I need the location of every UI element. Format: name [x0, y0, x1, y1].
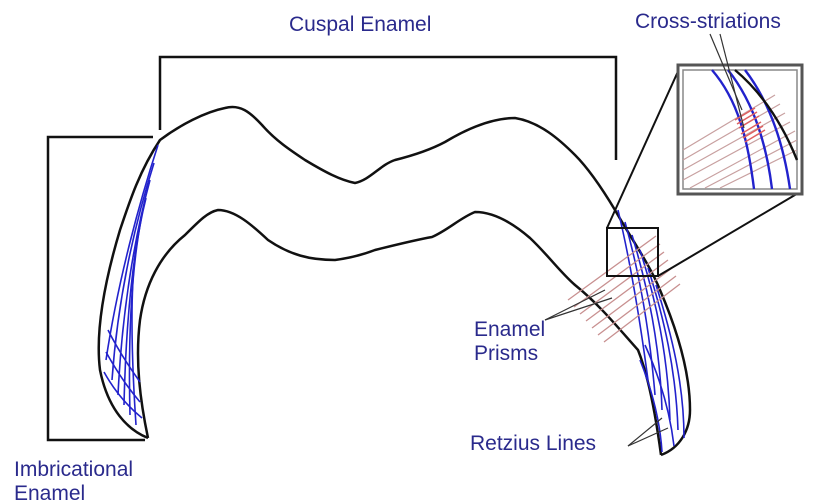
retzius-line — [123, 197, 147, 406]
retzius-line — [107, 329, 141, 383]
retzius-line — [103, 371, 143, 419]
inset-enamel-surface — [734, 69, 799, 161]
retzius-lines-right — [617, 209, 685, 453]
cross-striations-leader — [719, 33, 745, 129]
retzius-line — [647, 267, 679, 431]
retzius-line — [655, 284, 685, 439]
retzius-line — [639, 359, 663, 453]
prism-line — [591, 267, 673, 329]
cross-striation — [742, 125, 764, 139]
cross-striation — [736, 111, 758, 125]
retzius-line — [727, 69, 774, 190]
retzius-line — [644, 344, 675, 447]
prism-line — [682, 112, 786, 171]
prism-line — [567, 235, 657, 301]
retzius-line — [639, 249, 671, 421]
tooth-outer-outline — [97, 105, 692, 457]
enamel-prisms-label: Enamel Prisms — [474, 318, 545, 366]
retzius-line — [105, 144, 159, 361]
enamel-prisms-label-line2: Prisms — [474, 342, 539, 365]
cross-striation — [740, 121, 762, 135]
inset-connector-bottom — [657, 191, 801, 277]
cross-striation — [738, 115, 760, 129]
retzius-lines-left — [103, 144, 159, 426]
retzius-line — [111, 162, 155, 381]
retzius-line — [617, 209, 649, 381]
enamel-prisms-label-line1: Enamel — [474, 318, 546, 341]
cuspal-enamel-label: Cuspal Enamel — [289, 13, 432, 36]
cross-striation — [734, 107, 756, 121]
prism-line — [597, 275, 677, 336]
retzius-lines-label: Retzius Lines — [470, 432, 597, 455]
prism-line — [682, 103, 781, 161]
imbricational-enamel-label: Imbricational Enamel — [14, 458, 133, 504]
prism-line — [682, 94, 776, 151]
enamel-prisms-leader — [544, 289, 606, 321]
inset-magnified-view — [676, 63, 804, 196]
cross-striation-marks — [734, 107, 766, 143]
imbricational-enamel-bracket — [46, 135, 153, 442]
enamel-prisms-leader — [544, 297, 613, 321]
retzius-line — [105, 351, 141, 403]
retzius-line — [624, 221, 656, 396]
prism-line — [689, 130, 796, 189]
prism-line — [585, 259, 669, 322]
retzius-lines-leader — [627, 427, 669, 447]
cross-striation — [744, 129, 766, 143]
tooth-inner-outline — [136, 208, 663, 456]
retzius-lines-leader — [627, 417, 663, 447]
prism-line — [682, 121, 791, 181]
leader-lines — [544, 33, 745, 447]
inset-connector-top — [606, 66, 681, 229]
retzius-line — [744, 69, 792, 190]
retzius-line — [131, 247, 137, 426]
imbricational-enamel-label-line2: Enamel — [14, 482, 86, 504]
magnification-box — [606, 227, 659, 277]
imbricational-enamel-label-line1: Imbricational — [14, 458, 134, 481]
prism-line — [603, 283, 681, 343]
cross-striations-label: Cross-striations — [635, 10, 781, 33]
cuspal-enamel-bracket — [158, 55, 618, 160]
